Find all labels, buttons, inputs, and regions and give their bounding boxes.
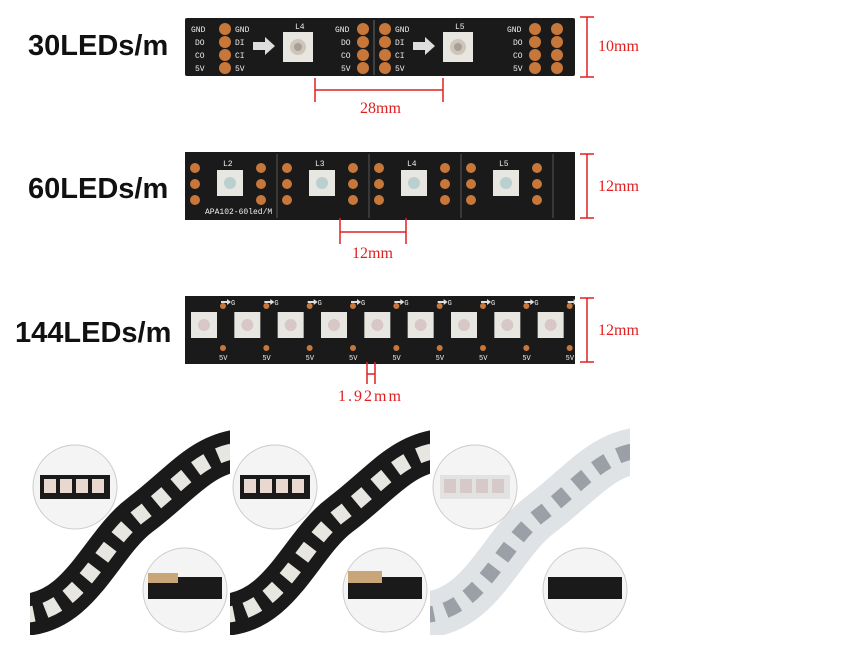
strip-segments: G5VG5VG5VG5VG5VG5VG5VG5VG5V — [191, 299, 575, 363]
density-label-30: 30LEDs/m — [28, 30, 169, 62]
width-bracket-144 — [580, 297, 594, 363]
strip-segment: G 5V — [451, 299, 495, 363]
strip-segment: G 5V — [234, 299, 279, 363]
width-label-60: 12mm — [598, 178, 639, 195]
pad-label: G — [274, 300, 278, 308]
pad-label: G — [231, 300, 235, 308]
width-label-30: 10mm — [598, 38, 639, 55]
arrow-right-icon — [567, 299, 575, 305]
product-photo-white — [430, 425, 630, 635]
spacing-bracket-60 — [339, 218, 407, 244]
svg-text:5V: 5V — [513, 65, 523, 74]
svg-text:CI: CI — [395, 52, 405, 61]
svg-text:DO: DO — [341, 39, 351, 48]
led-label: L4 — [295, 23, 305, 32]
arrow-right-icon — [394, 299, 405, 305]
pad-group-left: GND DO CO 5V GND DI CI 5V — [191, 23, 250, 74]
svg-text:GND: GND — [335, 26, 350, 35]
pad-label: 5V — [262, 355, 271, 363]
pad-label: 5V — [566, 355, 575, 363]
strip-segment: G 5V — [191, 299, 235, 363]
pad-label: CO — [195, 52, 205, 61]
pad-label: DO — [195, 39, 205, 48]
pad-label: 5V — [306, 355, 315, 363]
spacing-bracket-144 — [366, 362, 376, 384]
pad-label: 5V — [392, 355, 401, 363]
svg-text:5V: 5V — [395, 65, 405, 74]
svg-text:CO: CO — [341, 52, 351, 61]
strip-segment: G 5V — [537, 299, 575, 363]
led-chip: L5 — [443, 23, 473, 62]
arrow-right-icon — [524, 299, 535, 305]
arrow-right-icon — [253, 37, 275, 55]
pad-label: CI — [235, 52, 245, 61]
arrow-right-icon — [307, 299, 318, 305]
led-strip-30: GND DO CO 5V GND DI CI 5V L4 GND DO CO 5… — [185, 18, 575, 76]
strip-segment: L5 — [466, 154, 554, 218]
strip-segments: L2 L3 L4 L5 — [190, 154, 554, 218]
pad-group-right: GND DO CO 5V — [507, 23, 563, 74]
led-label: L2 — [223, 160, 233, 169]
pad-label: 5V — [235, 65, 245, 74]
pad-label: 5V — [349, 355, 358, 363]
led-label: L4 — [407, 160, 417, 169]
density-label-60: 60LEDs/m — [28, 173, 169, 205]
led-chip: L4 — [283, 23, 313, 62]
led-label: L5 — [499, 160, 509, 169]
pad-label: 5V — [195, 65, 205, 74]
svg-text:GND: GND — [395, 26, 410, 35]
pad-label: GND — [235, 26, 250, 35]
strip-segment: G 5V — [364, 299, 409, 363]
led-strip-144: G5VG5VG5VG5VG5VG5VG5VG5VG5V — [185, 296, 575, 364]
svg-text:CO: CO — [513, 52, 523, 61]
svg-text:DI: DI — [395, 39, 405, 48]
svg-text:GND: GND — [507, 26, 522, 35]
svg-text:L5: L5 — [455, 23, 465, 32]
strip-segment: L2 — [190, 154, 278, 218]
strip-segment: G 5V — [277, 299, 322, 363]
strip-segment: G 5V — [494, 299, 539, 363]
pad-label: GND — [191, 26, 206, 35]
pad-group-middle: GND DO CO 5V GND DI CI 5V — [335, 20, 410, 75]
product-photo-black-adhesive — [230, 425, 430, 635]
arrow-right-icon — [481, 299, 491, 305]
pad-label: G — [534, 300, 538, 308]
pad-label: 5V — [219, 355, 228, 363]
density-label-144: 144LEDs/m — [15, 317, 172, 349]
strip-segment: L4 — [374, 154, 462, 218]
spacing-label-30: 28mm — [360, 100, 401, 117]
strip-segment: G 5V — [321, 299, 365, 363]
led-strip-60: L2 L3 L4 L5 APA102-60led/M — [185, 152, 575, 220]
arrow-right-icon — [437, 299, 448, 305]
svg-text:5V: 5V — [341, 65, 351, 74]
pad-label: G — [318, 300, 322, 308]
pad-label: 5V — [436, 355, 445, 363]
pad-label: DI — [235, 39, 245, 48]
part-number: APA102-60led/M — [205, 208, 272, 217]
arrow-right-icon — [264, 299, 275, 305]
pad-label: G — [361, 300, 365, 308]
spacing-label-60: 12mm — [352, 245, 393, 262]
pad-label: 5V — [522, 355, 531, 363]
width-label-144: 12mm — [598, 322, 639, 339]
led-label: L3 — [315, 160, 325, 169]
pad-label: G — [448, 300, 452, 308]
pad-label: 5V — [479, 355, 488, 363]
spacing-bracket-30 — [314, 78, 444, 102]
pad-label: G — [491, 300, 495, 308]
arrow-right-icon — [221, 299, 231, 305]
arrow-right-icon — [413, 37, 435, 55]
strip-segment: L3 — [282, 154, 370, 218]
svg-text:DO: DO — [513, 39, 523, 48]
arrow-right-icon — [351, 299, 361, 305]
width-bracket-30 — [580, 16, 594, 78]
product-photo-black — [30, 425, 230, 635]
width-bracket-60 — [580, 153, 594, 219]
pad-label: G — [404, 300, 408, 308]
strip-segment: G 5V — [407, 299, 452, 363]
spacing-label-144: 1.92mm — [338, 388, 403, 405]
